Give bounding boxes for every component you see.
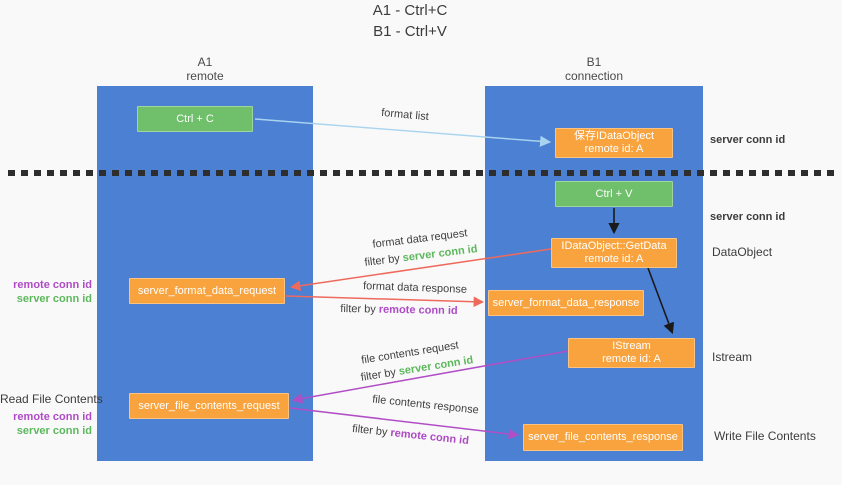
server-file-contents-request-label: server_file_contents_request — [138, 399, 280, 412]
lifeline-a1-id: A1 — [197, 55, 213, 69]
arrow-format-data-response — [285, 295, 485, 307]
left-conn-id-annotations-bottom: remote conn id server conn id — [0, 410, 92, 438]
server-conn-id-text: server conn id — [402, 243, 479, 265]
remote-conn-id-text: remote conn id — [389, 426, 470, 448]
diagram-title: A1 - Ctrl+C B1 - Ctrl+V — [0, 0, 820, 42]
lifeline-b1-id: B1 — [586, 55, 602, 69]
server-format-data-request-box: server_format_data_request — [129, 278, 285, 304]
filter-by-text: filter by — [351, 422, 389, 439]
lifeline-header-b1: B1 connection — [485, 55, 703, 83]
read-file-contents-annotation: Read File Contents — [0, 392, 103, 406]
filter-by-text: filter by — [340, 302, 376, 316]
server-file-contents-response-label: server_file_contents_response — [528, 431, 678, 443]
idataobject-getdata-box: IDataObject::GetData remote id: A — [551, 238, 677, 268]
server-format-data-request-label: server_format_data_request — [137, 284, 277, 297]
filter-by-text: filter by — [359, 366, 397, 384]
write-file-contents-annotation: Write File Contents — [714, 429, 816, 443]
istream-line2: remote id: A — [602, 353, 661, 365]
save-idataobject-line2: remote id: A — [584, 143, 644, 155]
istream-box: IStream remote id: A — [568, 338, 695, 368]
dataobject-annotation: DataObject — [712, 245, 773, 259]
server-format-data-response-label: server_format_data_response — [492, 296, 640, 309]
remote-conn-id-text: remote conn id — [378, 303, 458, 318]
server-conn-id-annotation-mid: server conn id — [710, 211, 786, 223]
server-conn-id-annotation: server conn id — [16, 425, 92, 437]
file-contents-response-label: file contents response — [371, 393, 480, 417]
ctrl-c-box: Ctrl + C — [137, 106, 253, 132]
getdata-line2: remote id: A — [584, 253, 644, 265]
save-idataobject-box: 保存IDataObject remote id: A — [555, 128, 673, 158]
lifeline-b1-label: connection — [564, 69, 624, 83]
save-idataobject-line1: 保存IDataObject — [573, 130, 655, 142]
lifeline-a1-label: remote — [186, 69, 224, 83]
filter-by-text: filter by — [363, 252, 401, 269]
left-conn-id-annotations-top: remote conn id server conn id — [0, 278, 92, 306]
server-file-contents-request-box: server_file_contents_request — [129, 393, 289, 419]
ctrl-v-label: Ctrl + V — [595, 187, 633, 200]
ctrl-v-box: Ctrl + V — [555, 181, 673, 207]
lifeline-header-a1: A1 remote — [97, 55, 313, 83]
istream-line1: IStream — [612, 340, 651, 352]
remote-conn-id-annotation: remote conn id — [13, 411, 92, 423]
remote-conn-id-annotation: remote conn id — [13, 279, 92, 291]
istream-annotation: Istream — [712, 350, 753, 364]
title-line-2: B1 - Ctrl+V — [373, 23, 447, 40]
title-line-1: A1 - Ctrl+C — [372, 2, 448, 19]
ctrl-c-label: Ctrl + C — [176, 112, 214, 125]
format-data-response-label: format data response — [362, 280, 468, 296]
server-conn-id-annotation: server conn id — [16, 293, 92, 305]
server-file-contents-response-box: server_file_contents_response — [523, 424, 683, 451]
server-format-data-response-box: server_format_data_response — [488, 290, 644, 316]
getdata-line1: IDataObject::GetData — [561, 240, 667, 252]
phase-divider-dashed-line — [8, 170, 836, 176]
format-list-label: format list — [380, 106, 430, 124]
server-conn-id-annotation-top: server conn id — [710, 134, 786, 146]
